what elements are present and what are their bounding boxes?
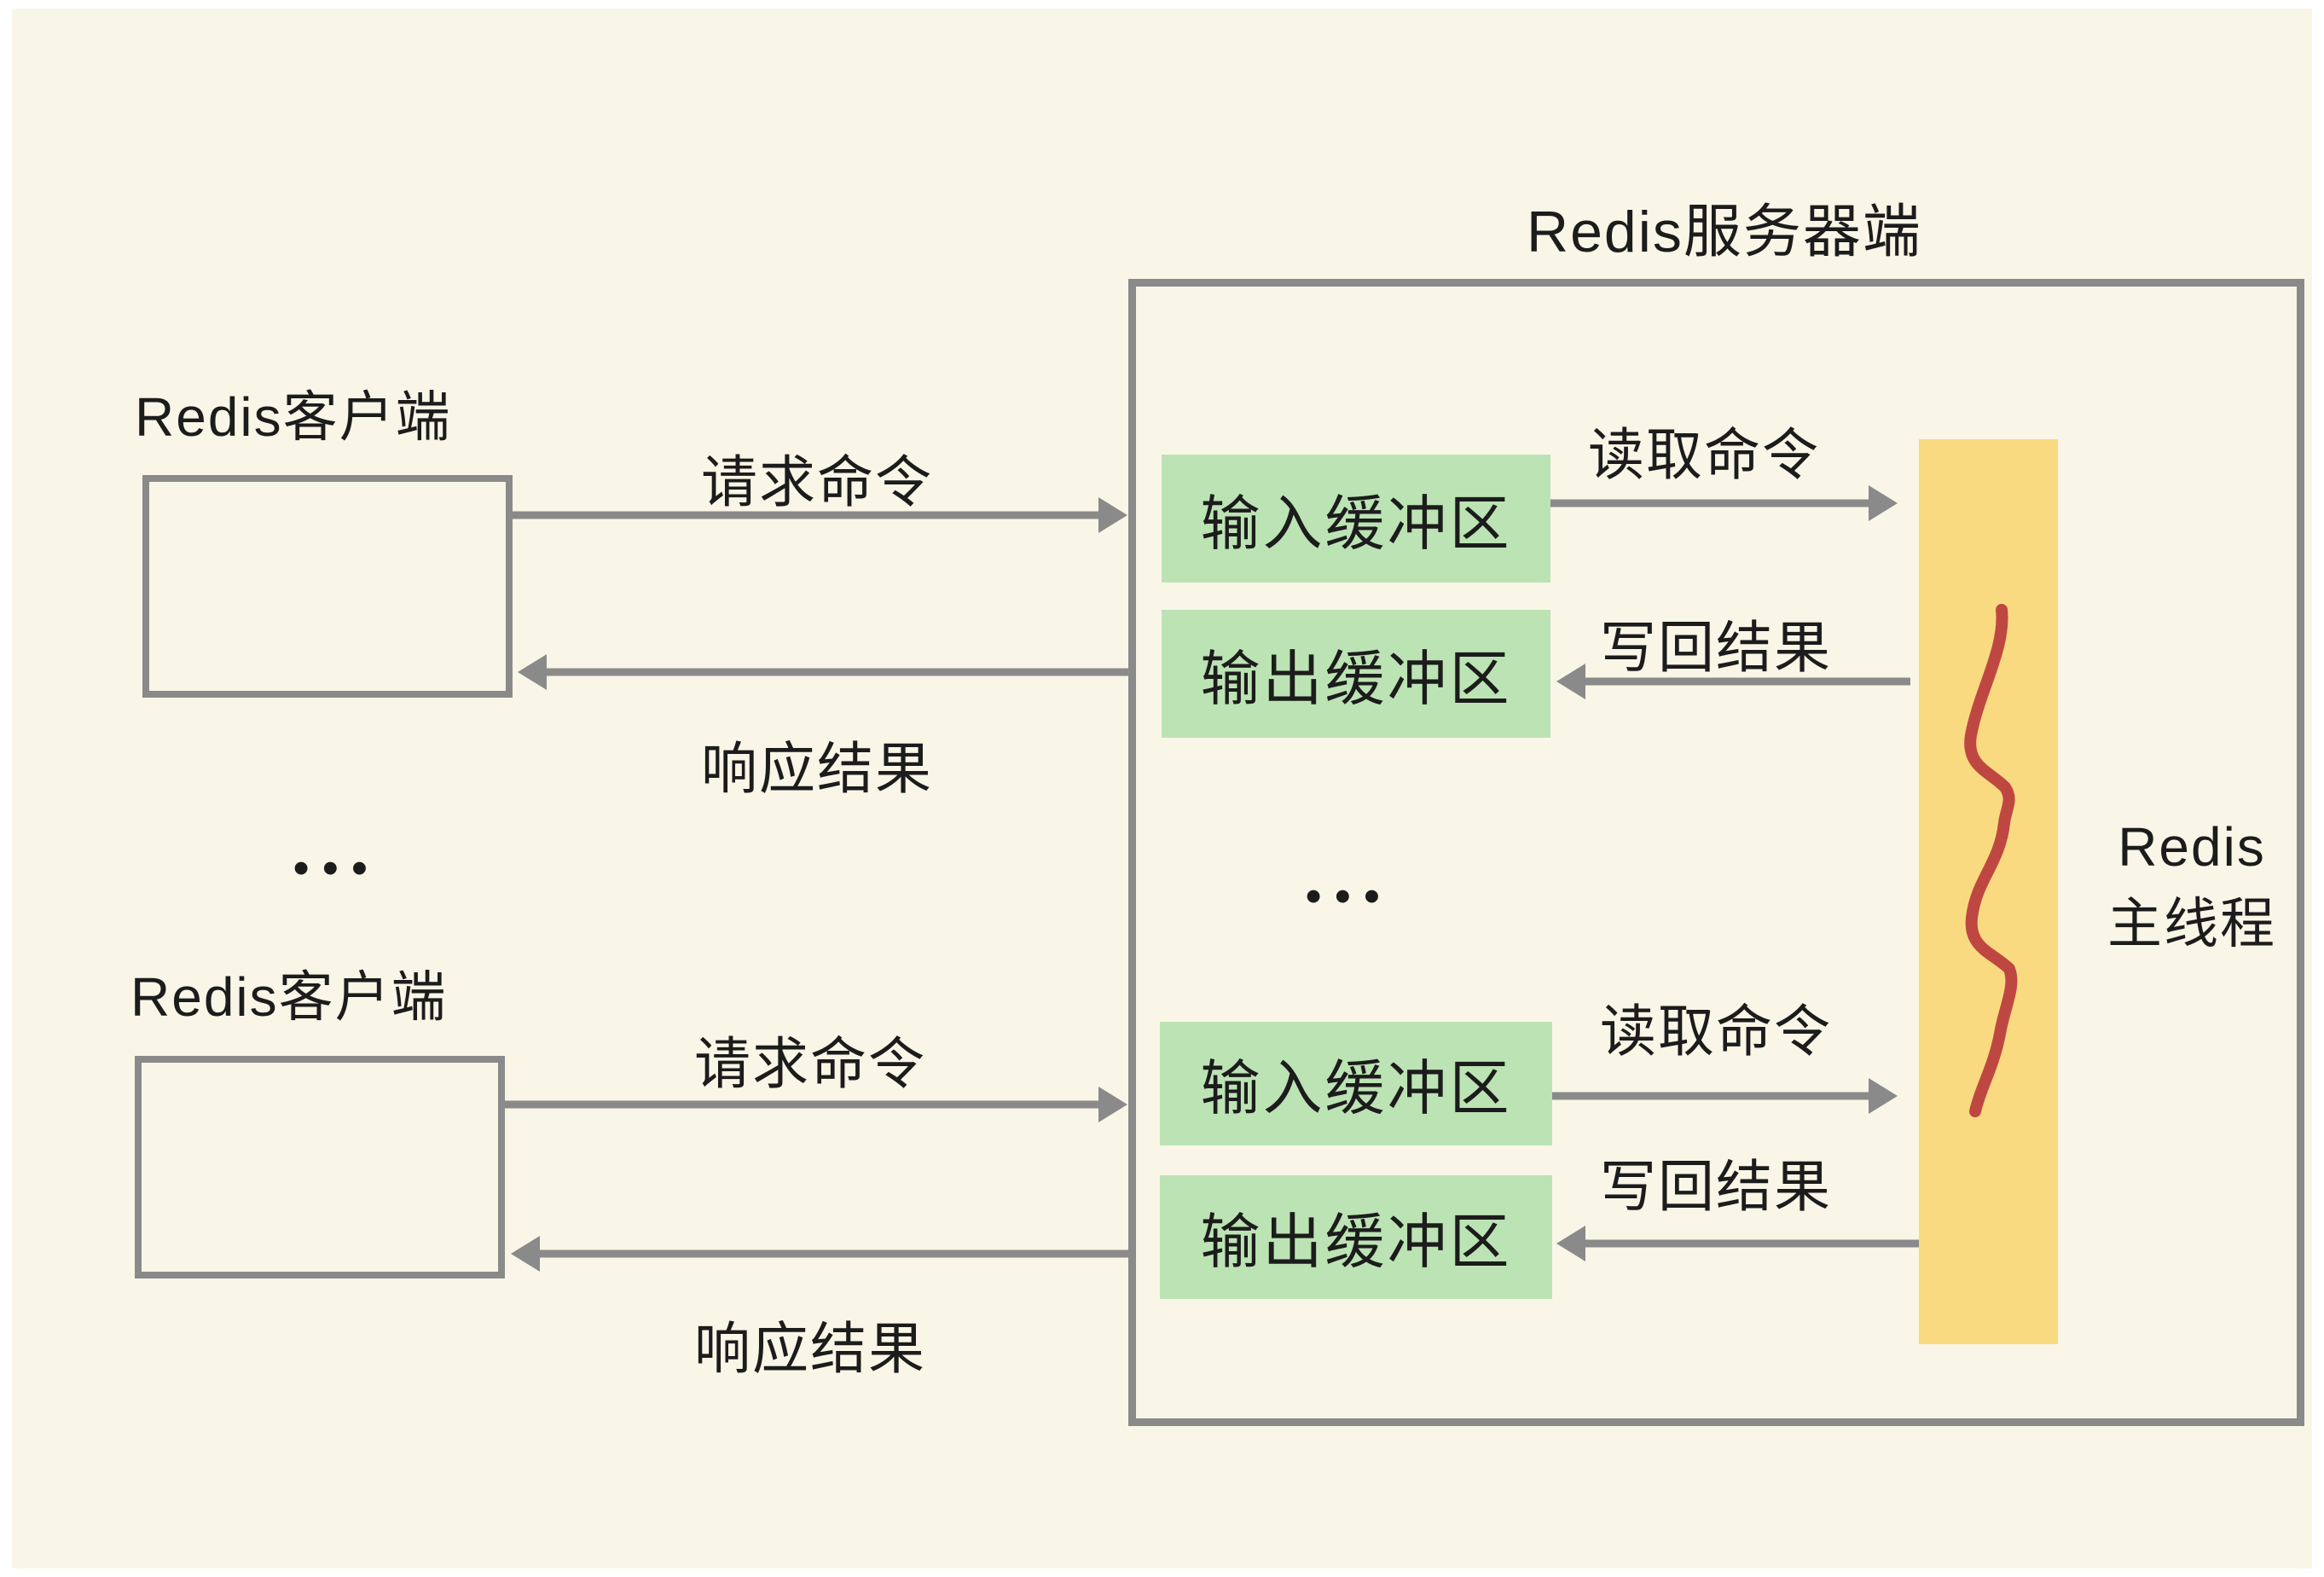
read-label-1: 读取命令 bbox=[1588, 423, 1820, 486]
response-label-1: 响应结果 bbox=[701, 737, 933, 800]
client-2-box bbox=[135, 1056, 505, 1278]
input-buffer-1: 输入缓冲区 bbox=[1162, 455, 1550, 583]
main-thread-bar bbox=[1919, 439, 2058, 1344]
main-thread-label: Redis 主线程 bbox=[2068, 809, 2315, 962]
response-label-2: 响应结果 bbox=[694, 1317, 926, 1380]
clients-ellipsis: ••• bbox=[293, 844, 381, 893]
client-1-box bbox=[142, 475, 513, 698]
main-thread-label-line2: 主线程 bbox=[2107, 893, 2276, 954]
output-buffer-2: 输出缓冲区 bbox=[1160, 1175, 1552, 1299]
client-1-label: Redis客户端 bbox=[135, 386, 452, 448]
write-back-label-1: 写回结果 bbox=[1600, 616, 1832, 679]
client-2-label: Redis客户端 bbox=[130, 966, 448, 1028]
server-title: Redis服务器端 bbox=[1527, 200, 1922, 264]
input-buffer-2: 输入缓冲区 bbox=[1160, 1022, 1552, 1145]
buffers-ellipsis: ••• bbox=[1306, 872, 1394, 921]
request-label-2: 请求命令 bbox=[694, 1032, 926, 1095]
main-thread-label-line1: Redis bbox=[2118, 816, 2266, 878]
write-back-label-2: 写回结果 bbox=[1600, 1155, 1832, 1218]
output-buffer-1: 输出缓冲区 bbox=[1162, 610, 1550, 738]
read-label-2: 读取命令 bbox=[1600, 1000, 1832, 1063]
server-box bbox=[1128, 279, 2304, 1426]
request-label-1: 请求命令 bbox=[701, 450, 933, 513]
